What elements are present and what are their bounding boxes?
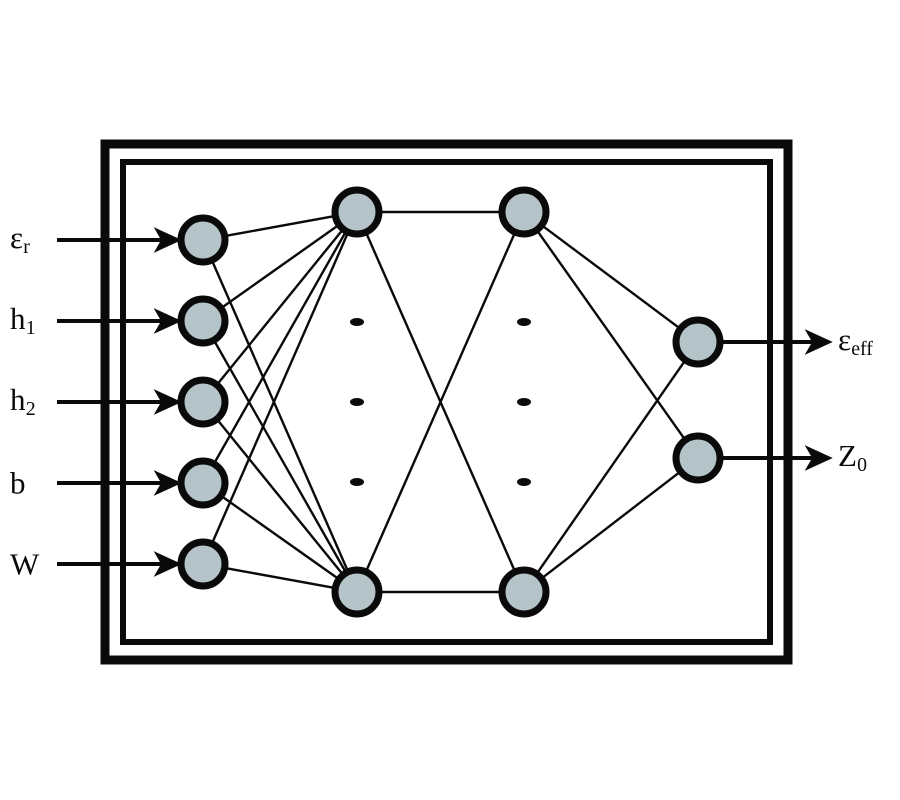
connection-hidden2-to-output bbox=[535, 359, 687, 575]
hidden1-neuron-bottom bbox=[331, 566, 383, 618]
ellipsis-dot bbox=[517, 318, 531, 326]
ellipsis-dot bbox=[350, 398, 364, 406]
output-neuron-Z0 bbox=[672, 432, 724, 484]
ellipsis-dot bbox=[350, 478, 364, 486]
hidden1-neuron-top bbox=[331, 186, 383, 238]
ellipsis-dot bbox=[350, 318, 364, 326]
connection-input-to-hidden1 bbox=[210, 259, 350, 573]
connection-lines bbox=[210, 210, 687, 594]
input-label-W: W bbox=[10, 546, 40, 582]
output-neuron-εeff bbox=[672, 316, 724, 368]
connection-input-to-hidden1 bbox=[210, 231, 350, 545]
connection-input-to-hidden1 bbox=[224, 214, 336, 238]
ellipsis-dot bbox=[517, 398, 531, 406]
output-label-Z0: Z0 bbox=[838, 438, 868, 477]
input-neuron-b bbox=[177, 457, 229, 509]
ellipsis-dot bbox=[517, 478, 531, 486]
hidden2-neuron-top bbox=[498, 186, 550, 238]
io-arrows bbox=[57, 227, 833, 577]
connection-hidden2-to-output bbox=[540, 470, 682, 580]
input-neuron-W bbox=[177, 538, 229, 590]
input-label-h1: h1 bbox=[10, 301, 36, 340]
input-neuron-εr bbox=[177, 214, 229, 266]
connection-input-to-hidden1 bbox=[212, 339, 348, 574]
connection-hidden2-to-output bbox=[535, 229, 687, 441]
input-neuron-h1 bbox=[177, 295, 229, 347]
input-label-h2: h2 bbox=[10, 382, 36, 421]
connection-input-to-hidden1 bbox=[215, 418, 345, 576]
output-label-εeff: εeff bbox=[838, 322, 873, 361]
hidden-layer-ellipses bbox=[350, 318, 531, 486]
input-label-εr: εr bbox=[10, 220, 30, 259]
connection-input-to-hidden1 bbox=[212, 230, 348, 465]
connection-hidden2-to-output bbox=[540, 224, 682, 330]
hidden2-neuron-bottom bbox=[498, 566, 550, 618]
connection-input-to-hidden1 bbox=[220, 494, 340, 581]
connection-input-to-hidden1 bbox=[215, 228, 345, 386]
input-label-b: b bbox=[10, 465, 26, 501]
neuron-nodes bbox=[177, 186, 724, 618]
connection-input-to-hidden1 bbox=[224, 566, 336, 590]
input-neuron-h2 bbox=[177, 376, 229, 428]
connection-hidden1-to-hidden2 bbox=[364, 231, 517, 573]
connection-input-to-hidden1 bbox=[220, 223, 340, 310]
